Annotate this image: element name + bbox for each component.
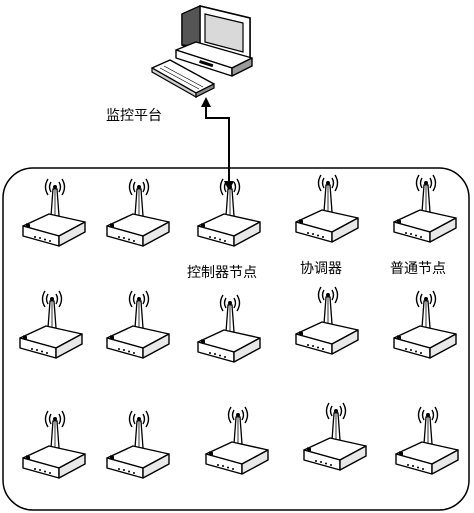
coordinator-node-icon [295, 174, 359, 243]
network-boundary [2, 167, 470, 511]
arrow-up-icon [201, 97, 211, 107]
ordinary-node-icon [393, 290, 457, 359]
ordinary-node-label: 普通节点 [390, 261, 446, 277]
controller-node-icon [197, 178, 261, 247]
ordinary-node-icon [393, 174, 457, 243]
connection-line [201, 97, 234, 191]
ordinary-node-icon [197, 294, 261, 363]
monitor-label: 监控平台 [106, 108, 162, 124]
ordinary-node-icon [106, 410, 170, 479]
controller-label: 控制器节点 [187, 265, 257, 281]
ordinary-node-icon [22, 178, 86, 247]
ordinary-node-icon [295, 286, 359, 355]
ordinary-node-icon [106, 178, 170, 247]
ordinary-node-icon [106, 290, 170, 359]
coordinator-label: 协调器 [300, 261, 342, 277]
ordinary-node-icon [19, 290, 83, 359]
ordinary-node-icon [22, 410, 86, 479]
computer-icon [151, 5, 253, 99]
ordinary-node-icon [205, 406, 269, 475]
ordinary-node-icon [395, 406, 459, 475]
ordinary-node-icon [303, 402, 367, 471]
